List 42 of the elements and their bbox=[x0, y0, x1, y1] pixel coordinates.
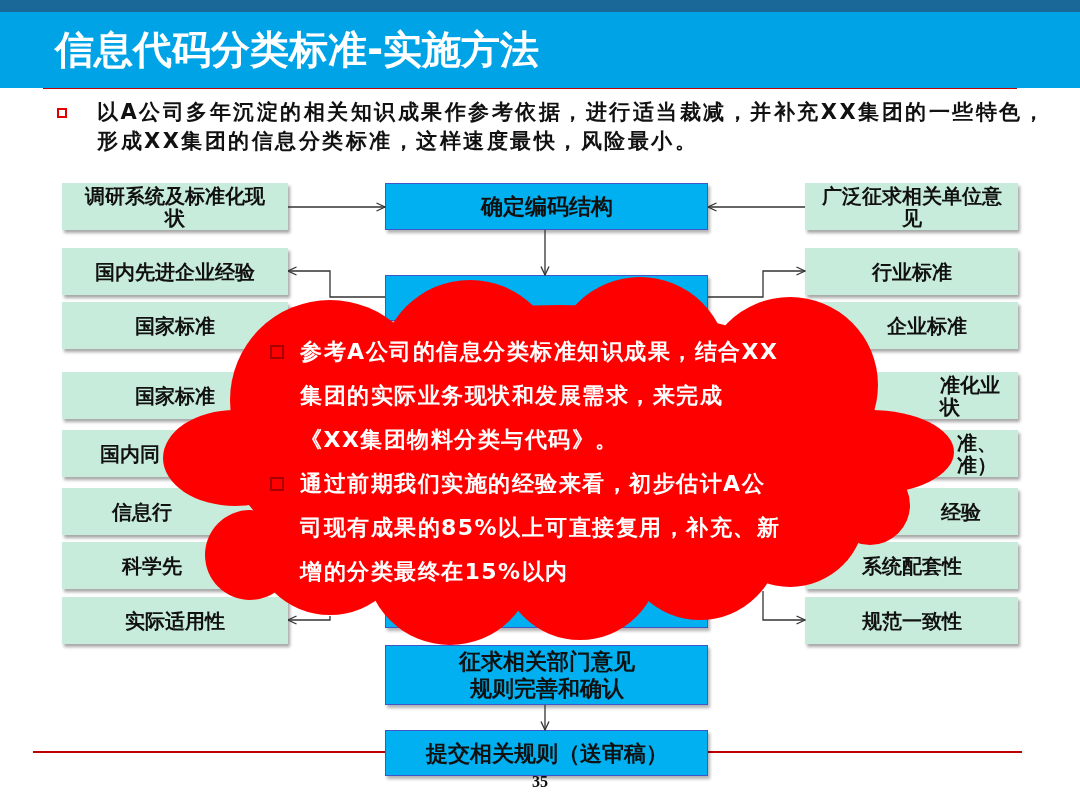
box-label: 系统配套性 bbox=[861, 554, 962, 577]
bullet-text: 以A公司多年沉淀的相关知识成果作参考依据，进行适当裁减，并补充XX集团的一些特色，形成XX集团的信息分类标准，这样速度最快，风险最小。 bbox=[97, 99, 1048, 155]
box-label: 国内先进企业经验 bbox=[95, 260, 255, 283]
box-label: 调研系统及标准化现状 bbox=[83, 184, 266, 229]
step-box bbox=[385, 730, 708, 776]
page-number: 35 bbox=[531, 772, 549, 792]
box-label: 提交相关规则（送审稿） bbox=[425, 739, 668, 767]
category-box bbox=[62, 183, 288, 230]
arrow bbox=[540, 704, 550, 731]
box-label: 信息行 bbox=[112, 500, 172, 523]
box-label: 行业标准 bbox=[871, 260, 952, 283]
box-label: 实际适用性 bbox=[125, 609, 225, 632]
box-label: 科学先 bbox=[122, 554, 182, 577]
box-label: 广泛征求相关单位意见 bbox=[820, 184, 1003, 229]
arrow bbox=[762, 590, 806, 625]
box-label: 企业标准 bbox=[887, 314, 967, 337]
callout-text: 通过前期我们实施的经验来看，初步估计A公司现有成果的85%以上可直接复用，补充、新增的分类最终在15%以内 bbox=[300, 470, 782, 586]
box-label: 经验 bbox=[941, 500, 981, 523]
box-label: 确定编码结构 bbox=[480, 193, 613, 220]
arrow bbox=[287, 615, 331, 625]
category-box bbox=[62, 597, 288, 644]
arrow bbox=[707, 266, 806, 298]
slide-title: 信息代码分类标准-实施方法 bbox=[55, 27, 540, 73]
box-label: 征求相关部门意见规则完善和确认 bbox=[457, 648, 636, 702]
category-box bbox=[805, 248, 1018, 295]
box-label: 准化业状 bbox=[940, 373, 1001, 418]
box-label: 规范一致性 bbox=[861, 609, 962, 632]
category-box bbox=[62, 302, 288, 349]
box-label: 国家标准 bbox=[135, 314, 215, 337]
category-box bbox=[62, 248, 288, 295]
category-box bbox=[805, 183, 1018, 230]
step-box bbox=[385, 183, 708, 230]
arrow bbox=[540, 229, 550, 276]
box-label: 国内同 bbox=[100, 442, 160, 465]
callout-text: 参考A公司的信息分类标准知识成果，结合XX集团的实际业务现状和发展需求，来完成《XX集团物料分类与代码》。 bbox=[300, 338, 780, 454]
box-label: 国家标准 bbox=[135, 384, 215, 407]
box-label: 准、准） bbox=[957, 431, 998, 476]
arrow bbox=[287, 266, 386, 298]
category-box bbox=[805, 597, 1018, 644]
arrow bbox=[287, 202, 386, 212]
arrow bbox=[707, 202, 806, 212]
step-box bbox=[385, 645, 708, 705]
